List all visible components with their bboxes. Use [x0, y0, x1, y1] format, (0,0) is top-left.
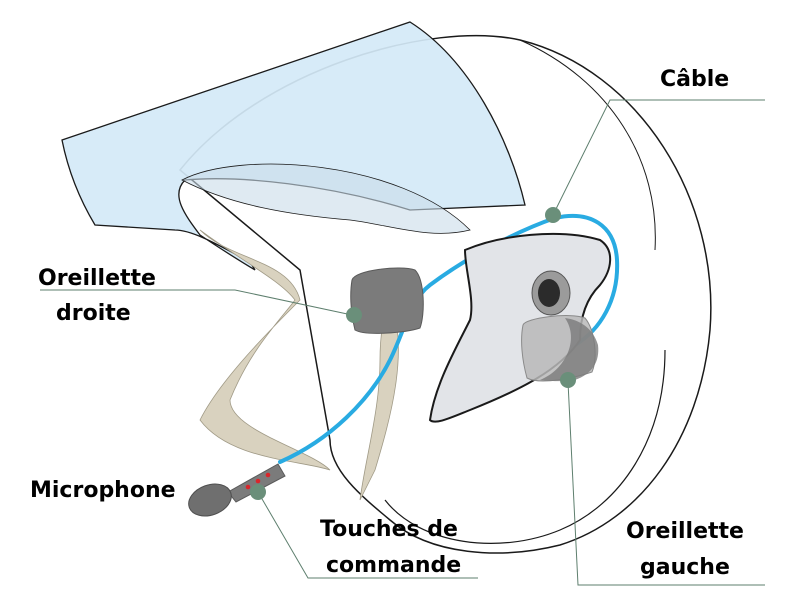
label-microphone: Microphone: [30, 478, 176, 503]
leader-dot-cable: [545, 207, 561, 223]
label-right-earpiece-line2: droite: [56, 301, 131, 326]
helmet-rim: [384, 349, 666, 544]
visor-inner-edge: [181, 163, 471, 234]
leader-dot-left-earpiece: [560, 372, 576, 388]
leader-controls: [257, 491, 478, 579]
label-left-earpiece-line2: gauche: [640, 555, 730, 580]
label-cable: Câble: [660, 67, 729, 92]
microphone-boom: [227, 463, 286, 503]
leader-dot-controls: [250, 484, 266, 500]
padding-strip-right: [359, 299, 399, 501]
microphone-head: [188, 483, 232, 517]
side-cover-knob-center: [538, 279, 560, 307]
label-controls-line2: commande: [326, 553, 461, 578]
leader-left-earpiece: [567, 381, 765, 586]
leader-right-earpiece: [40, 289, 353, 316]
mic-button: [245, 484, 251, 490]
earpiece-right: [350, 267, 424, 334]
label-right-earpiece-line1: Oreillette: [38, 266, 156, 291]
mic-button: [265, 472, 271, 478]
helmet-inner-line: [519, 39, 656, 251]
label-controls-line1: Touches de: [320, 517, 458, 542]
label-left-earpiece-line1: Oreillette: [626, 519, 744, 544]
leader-dot-right-earpiece: [346, 307, 362, 323]
earpiece-left-shadow: [540, 318, 599, 382]
mic-button: [255, 478, 261, 484]
leader-cable: [552, 99, 765, 216]
padding-strip-left: [199, 229, 331, 471]
